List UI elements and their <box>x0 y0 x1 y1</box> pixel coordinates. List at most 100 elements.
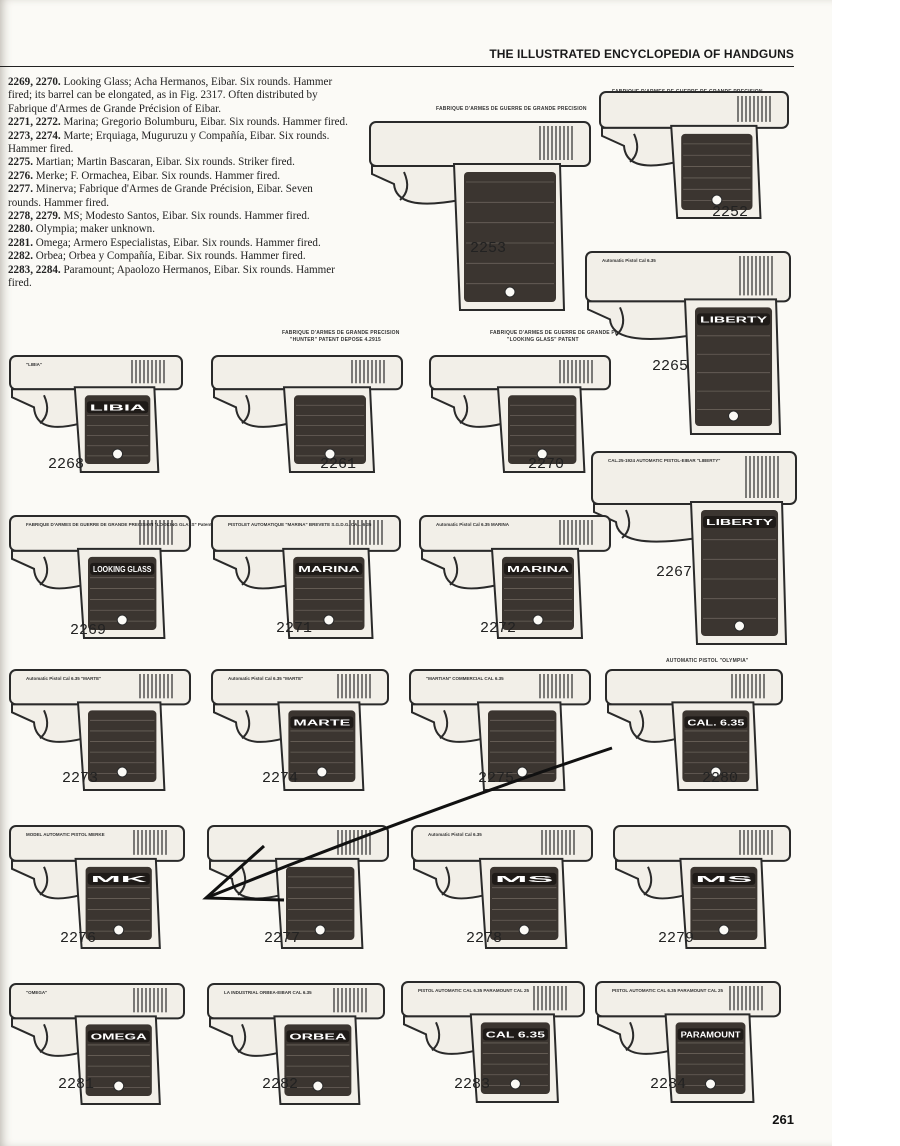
figure-caption-2270-line2: "LOOKING GLASS" PATENT <box>507 337 579 343</box>
slide-engraving: MODEL AUTOMATIC PISTOL MERKE <box>26 832 105 837</box>
pistol-slide <box>429 355 611 391</box>
trigger <box>643 866 653 896</box>
figure-number: 2272 <box>480 620 516 637</box>
handdrawn-arrow-shaft <box>205 746 613 900</box>
grip-label: LIBIA <box>90 403 146 412</box>
figure-number: 2277 <box>264 930 300 947</box>
caption-figure-numbers: 2277. <box>8 183 33 196</box>
caption-text: Orbea; Orbea y Compañía, Eibar. Six roun… <box>32 250 306 263</box>
trigger-guard <box>213 549 291 590</box>
grip-panel <box>88 710 157 782</box>
trigger-guard <box>587 300 692 340</box>
grip-medallion <box>677 1028 744 1041</box>
grip-screw <box>113 1080 125 1092</box>
trigger <box>629 133 639 163</box>
trigger <box>615 306 625 337</box>
slide-engraving: Automatic Pistol Cal 6.35 <box>428 832 482 837</box>
figure-number: 2284 <box>650 1076 686 1093</box>
grip-screw <box>316 766 328 778</box>
caption-figure-numbers: 2276. <box>8 169 33 182</box>
grip-screw <box>116 614 128 626</box>
grip-label: MARINA <box>507 565 569 574</box>
figure-number: 2275 <box>478 770 514 787</box>
pistol-figure-2252: 2252 <box>599 91 789 221</box>
trigger-guard <box>403 1015 478 1055</box>
header-rule <box>0 66 794 67</box>
pistol-slide <box>207 825 389 862</box>
trigger <box>399 171 409 201</box>
figure-number: 2278 <box>466 930 502 947</box>
grip-screw <box>312 1080 324 1092</box>
grip-screw <box>710 766 722 778</box>
grip-screw <box>112 448 124 460</box>
pistol-figure-2272: Automatic Pistol Cal 6.35 MARINA MARINA 22… <box>419 515 611 639</box>
figure-number: 2279 <box>658 930 694 947</box>
caption-entry: 2273, 2274. Marte; Erquiaga, Muguruzu y … <box>8 130 348 157</box>
pistol-slide <box>369 121 591 167</box>
grip-medallion <box>90 562 155 575</box>
trigger <box>439 709 449 740</box>
caption-figure-numbers: 2281. <box>8 236 33 249</box>
slide-engraving: Automatic Pistol Cal 6.35 <box>602 258 656 263</box>
figure-number: 2261 <box>320 456 356 473</box>
grip-medallion <box>697 313 771 326</box>
trigger <box>621 509 631 539</box>
grip-screw <box>504 286 516 298</box>
grip-panel <box>502 556 574 630</box>
grip-panel <box>681 133 753 210</box>
caption-text: Merke; F. Ormachea, Eibar. Six rounds. H… <box>32 169 281 182</box>
figure-caption-2261-line1: FABRIQUE D'ARMES DE GRANDE PRECISION <box>282 330 400 336</box>
pistol-figure-2279: MS 2279 <box>613 825 791 949</box>
caption-figure-numbers: 2283, 2284. <box>8 263 61 276</box>
caption-text: Looking Glass; Acha Hermanos, Eibar. Six… <box>8 76 333 115</box>
grip-panel <box>690 866 758 940</box>
pistol-figure-2253: 2253 <box>369 121 591 311</box>
trigger <box>241 556 251 586</box>
caption-figure-numbers: 2269, 2270. <box>8 76 61 88</box>
grip-medallion <box>286 1030 350 1043</box>
caption-text: Paramount; Apaolozo Hermanos, Eibar. Six… <box>8 263 335 290</box>
trigger <box>459 394 469 425</box>
grip-label: OMEGA <box>91 1032 148 1041</box>
grip-screw <box>734 620 746 632</box>
slide-engraving: "OMEGA" <box>26 990 47 995</box>
grip-label: MK <box>91 875 148 884</box>
pistol-figure-2273: Automatic Pistol Cal 6.35 "MARTE"2273 <box>9 669 191 791</box>
grip-panel <box>293 556 365 630</box>
trigger <box>39 709 49 740</box>
grip-panel <box>508 395 577 464</box>
figure-number: 2276 <box>60 930 96 947</box>
grip-panel <box>85 866 152 940</box>
figure-number: 2273 <box>62 770 98 787</box>
grip-label: MARTE <box>293 718 351 727</box>
slide-engraving: PISTOL AUTOMATIC CAL 6.35 PARAMOUNT CAL … <box>612 988 724 993</box>
slide-engraving: PISTOL AUTOMATIC CAL 6.35 PARAMOUNT CAL … <box>418 988 530 993</box>
grip-medallion <box>295 562 363 575</box>
grip-screw <box>518 924 530 936</box>
trigger <box>241 394 251 425</box>
page-header-title: THE ILLUSTRATED ENCYCLOPEDIA OF HANDGUNS <box>489 47 794 61</box>
slide-engraving: Automatic Pistol Cal 6.35 MARINA <box>436 522 510 527</box>
pistol-figure-2284: PISTOL AUTOMATIC CAL 6.35 PARAMOUNT CAL … <box>595 981 781 1103</box>
caption-text: Omega; Armero Especialistas, Eibar. Six … <box>32 236 321 249</box>
figure-number: 2282 <box>262 1076 298 1093</box>
grip-screw <box>314 924 326 936</box>
trigger <box>431 1021 441 1052</box>
trigger <box>625 1021 635 1052</box>
slide-engraving: LA INDUSTRIAL ORBEA-EIBAR CAL 6.35 <box>224 990 312 995</box>
grip-label: MARINA <box>298 565 360 574</box>
grip-panel <box>464 172 556 302</box>
pistol-figure-2274: Automatic Pistol Cal 6.35 "MARTE"MARTE22… <box>211 669 389 791</box>
grip-label: MS <box>495 875 557 884</box>
grip-screw <box>532 614 544 626</box>
grip-panel <box>695 307 773 426</box>
figure-number: 2269 <box>70 622 106 639</box>
grip-label: MS <box>695 875 755 884</box>
slide-engraving: CAL.25-1924 AUTOMATIC PISTOL-EIBAR "LIBE… <box>608 458 720 463</box>
grip-panel <box>294 395 366 464</box>
grip-label: LOOKING GLASS <box>93 565 152 574</box>
handdrawn-arrow-head <box>202 844 285 902</box>
trigger <box>635 709 645 740</box>
